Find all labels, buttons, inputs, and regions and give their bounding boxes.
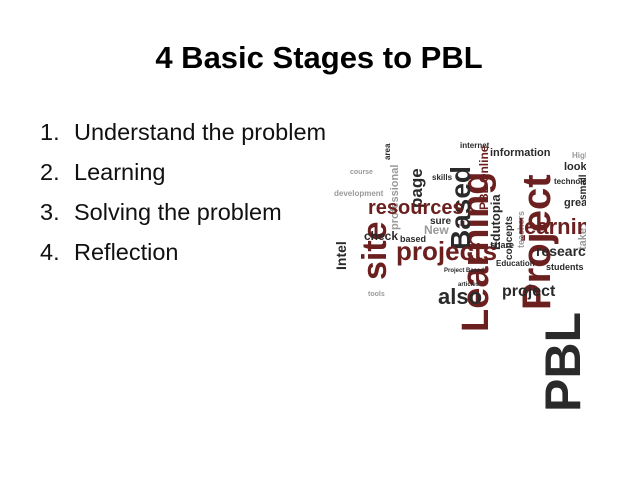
- list-text: Solving the problem: [74, 199, 282, 225]
- word-project-based: Project Based: [444, 268, 484, 274]
- word-take: take: [577, 228, 586, 250]
- word-skills: skills: [432, 173, 453, 182]
- list-number: 2.: [40, 159, 60, 185]
- list-item: 3. Solving the problem: [40, 198, 330, 227]
- word-course: course: [350, 169, 373, 176]
- word-project: Project: [515, 174, 559, 310]
- list-number: 1.: [40, 119, 60, 145]
- word-concepts: concepts: [504, 216, 515, 260]
- word-based: Based: [445, 166, 476, 250]
- word-intel: Intel: [333, 241, 349, 270]
- list-item: 1. Understand the problem: [40, 118, 330, 147]
- word-online: PBL Online: [477, 145, 491, 210]
- word-professional: professional: [389, 165, 401, 230]
- word-site: site: [356, 221, 394, 280]
- list-item: 2. Learning: [40, 158, 330, 187]
- list-text: Understand the problem: [74, 119, 327, 145]
- word-students: students: [546, 262, 584, 272]
- word-internet: internet: [460, 141, 490, 150]
- word-resources: resources: [368, 197, 464, 219]
- word-small: small: [578, 174, 586, 200]
- list-text: Reflection: [74, 239, 179, 265]
- word-high: High: [572, 151, 586, 160]
- word-research: research: [536, 243, 586, 259]
- word-sure: sure: [430, 216, 452, 227]
- word-page: page: [407, 168, 426, 208]
- word-tools: tools: [368, 291, 385, 298]
- word-area: area: [383, 143, 392, 160]
- slide-title: 4 Basic Stages to PBL: [155, 40, 483, 75]
- word-share: share: [490, 240, 514, 250]
- word-development: development: [334, 189, 384, 198]
- word-project-small: project: [502, 283, 556, 300]
- list-text: Learning: [74, 159, 166, 185]
- word-articles: articles: [458, 282, 480, 288]
- word-education: Education: [496, 259, 535, 268]
- word-projects: projects: [396, 236, 497, 266]
- word-learning: learning: [518, 214, 586, 239]
- word-look: look: [564, 161, 586, 173]
- list-item: 4. Reflection: [40, 238, 330, 267]
- word-pbl: PBL: [535, 312, 586, 412]
- word-also: also: [438, 284, 482, 309]
- word-technology: technology: [554, 177, 586, 186]
- word-check: check: [364, 229, 398, 243]
- word-new: New: [424, 223, 449, 237]
- word-teachers: teachers: [516, 211, 526, 248]
- word-great: great: [564, 197, 586, 209]
- word-edutopia: Edutopia: [488, 194, 503, 250]
- word-learning-big: Learning: [455, 172, 497, 332]
- list-number: 3.: [40, 199, 60, 225]
- word-based-small: based: [400, 234, 426, 244]
- list-number: 4.: [40, 239, 60, 265]
- stages-list: 1. Understand the problem 2. Learning 3.…: [40, 118, 330, 278]
- word-cloud-image: PBL Project Learning Based site page pro…: [333, 141, 586, 412]
- word-information: information: [490, 147, 551, 159]
